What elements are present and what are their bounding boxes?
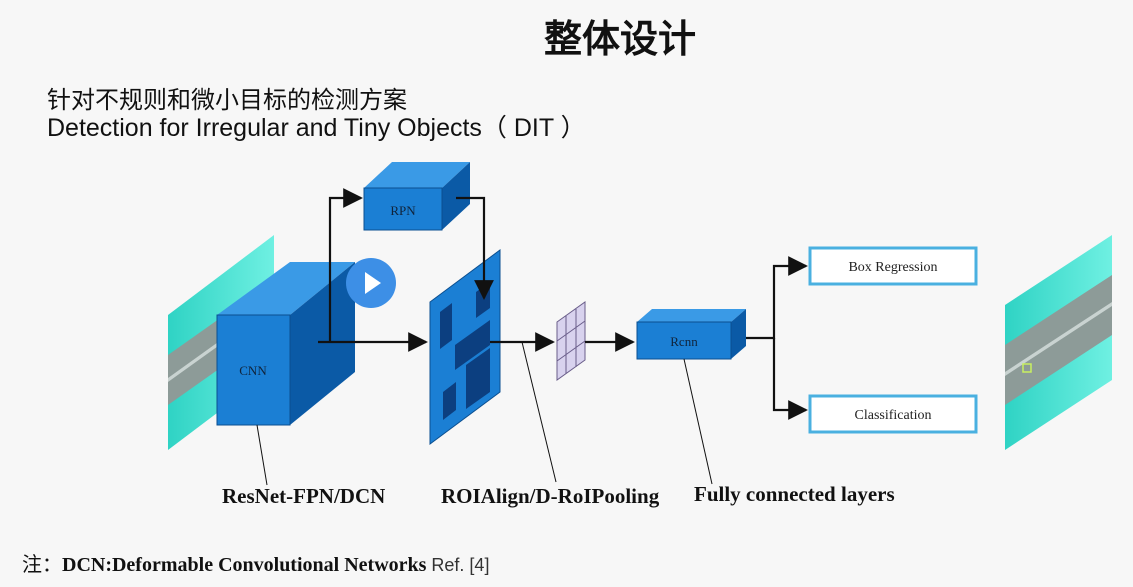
rcnn-block: Rcnn [636,309,746,360]
arrow-cnn-to-rpn [328,188,363,342]
flow-arrows [318,188,808,420]
slide-title: 整体设计 [543,17,696,61]
rcnn-label: Rcnn [670,334,698,349]
footnote-prefix: 注： [22,554,62,576]
footnote-ref: Ref. [4] [431,555,490,575]
arrow-rpn-to-featuremap [456,196,494,300]
footnote: 注：DCN:Deformable Convolutional Networks … [22,548,489,577]
subtitle-english: Detection for Irregular and Tiny Objects… [47,114,586,142]
cnn-label: CNN [239,363,267,378]
box-regression-label: Box Regression [848,260,937,275]
detection-box [1022,363,1032,373]
arrow-rcnn-to-classification [772,338,808,420]
footnote-dcn: DCN:Deformable Convolutional Networks [62,554,427,576]
classification-label: Classification [855,408,932,423]
arrow-rcnn-to-box-regression [746,256,808,340]
caption-leaders [256,341,713,486]
rpn-label: RPN [390,203,416,218]
classification-node: Classification [808,394,978,434]
caption-fc: Fully connected layers [694,482,895,506]
rpn-block: RPN [363,162,470,231]
feature-map [429,249,501,445]
caption-roi: ROIAlign/D-RoIPooling [441,484,660,508]
play-icon[interactable] [346,258,396,308]
subtitle-chinese: 针对不规则和微小目标的检测方案 [47,86,407,114]
roi-grid [556,301,586,381]
output-image [1005,235,1112,450]
caption-backbone: ResNet-FPN/DCN [222,484,386,508]
cnn-block: CNN [216,262,355,426]
box-regression-node: Box Regression [808,246,978,286]
